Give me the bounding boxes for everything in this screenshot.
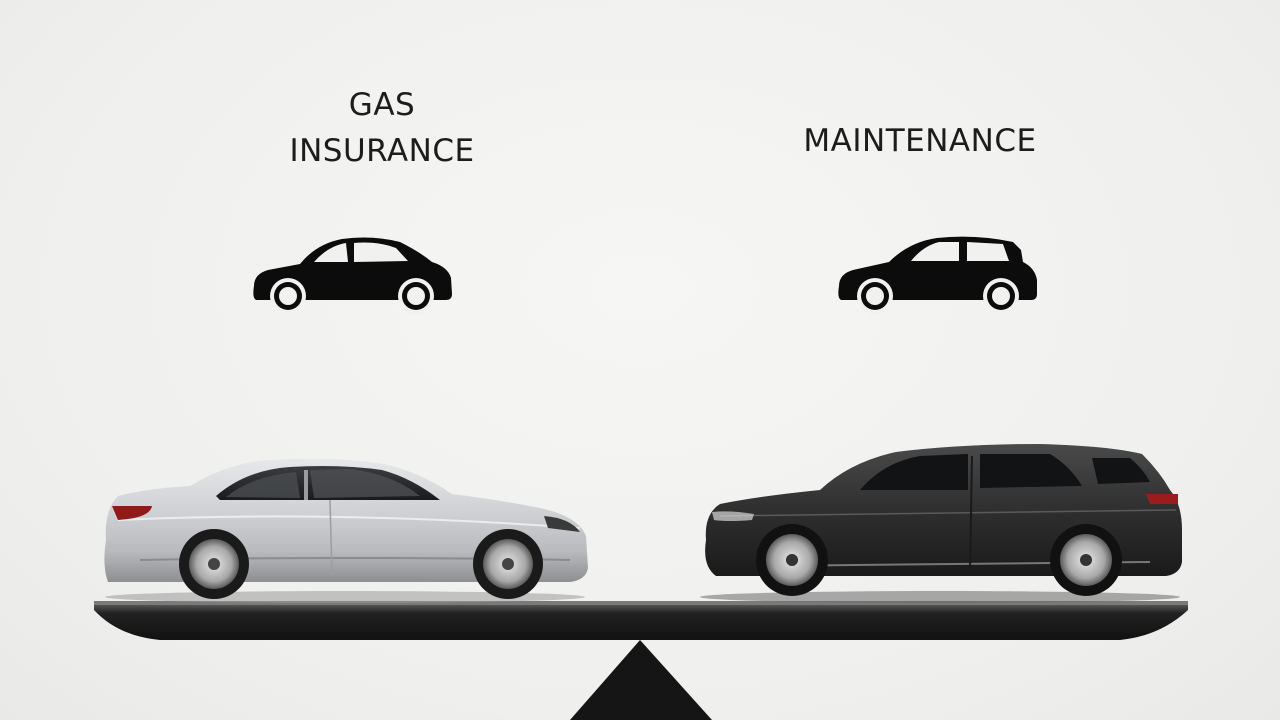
label-insurance: INSURANCE xyxy=(289,133,475,169)
label-maintenance: MAINTENANCE xyxy=(803,123,1037,159)
dark-suv-photo xyxy=(705,444,1182,596)
silver-sedan-photo xyxy=(104,458,589,599)
label-gas: GAS xyxy=(348,87,416,123)
hatchback-car-icon xyxy=(253,237,452,314)
suv-car-icon xyxy=(838,236,1037,314)
fulcrum xyxy=(570,640,712,720)
left-label-group: GAS INSURANCE xyxy=(232,82,532,174)
balance-beam xyxy=(94,604,1188,640)
